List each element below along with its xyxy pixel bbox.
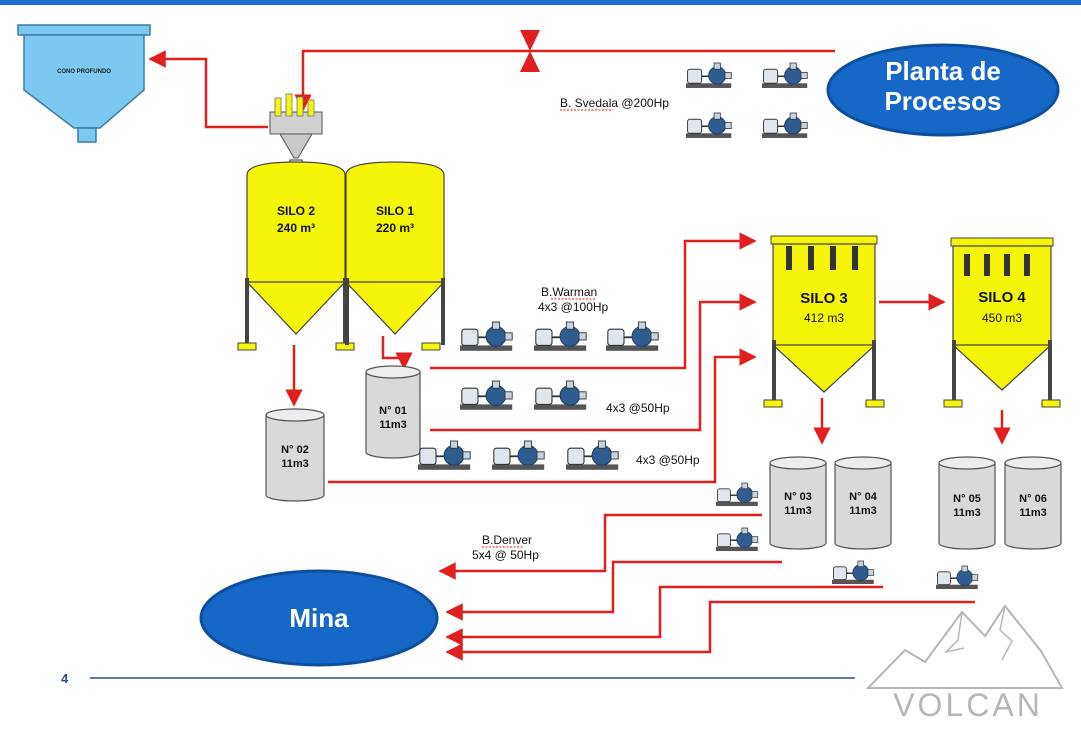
row3-pump-3[interactable] xyxy=(566,440,619,470)
deep-cone-thickener[interactable]: CONO PROFUNDO xyxy=(17,24,151,143)
volcan-logo: VOLCAN xyxy=(865,604,1064,723)
mine-node[interactable]: Mina xyxy=(199,569,439,667)
tank-02[interactable]: N° 02 11m3 xyxy=(265,408,325,502)
mountain-logo-icon xyxy=(865,604,1064,689)
tank-04[interactable]: N° 04 11m3 xyxy=(834,456,892,550)
tank-01-capacity: 11m3 xyxy=(379,419,407,431)
svedala-pump-3[interactable] xyxy=(686,112,732,138)
silo-2-capacity: 240 m³ xyxy=(277,221,315,235)
tank-03-name: N° 03 xyxy=(784,491,812,503)
denver-pump-spec: 5x4 @ 50Hp xyxy=(472,548,539,562)
warman-pump-2[interactable] xyxy=(534,321,587,351)
row3-pump-1[interactable] xyxy=(418,440,471,470)
tank-05-capacity: 11m3 xyxy=(953,507,981,519)
svedala-pump-label: B. Svedala @200Hp xyxy=(560,96,669,110)
pipe-denver1-to-mine xyxy=(438,513,762,580)
row3-pump-spec: 4x3 @50Hp xyxy=(636,453,700,467)
tank-04-name: N° 04 xyxy=(849,491,878,503)
silo-1-name: SILO 1 xyxy=(376,204,414,218)
svedala-pump-1[interactable] xyxy=(686,62,732,88)
pipe-silo2-to-cone xyxy=(148,50,268,129)
tank-05-name: N° 05 xyxy=(953,493,981,505)
valve-icon[interactable] xyxy=(520,30,540,72)
plant-node[interactable]: Planta de Procesos xyxy=(826,43,1060,137)
silo-2-name: SILO 2 xyxy=(277,204,315,218)
warman-pump-spec: 4x3 @100Hp xyxy=(538,300,609,314)
denver-pump-3[interactable] xyxy=(832,560,875,585)
tank-05[interactable]: N° 05 11m3 xyxy=(938,456,996,550)
warman-pump-1[interactable] xyxy=(460,321,513,351)
pipe-denver4-to-mine xyxy=(445,600,975,661)
silo-2[interactable]: SILO 2 240 m³ xyxy=(237,93,355,351)
pipe-denver2-to-mine xyxy=(445,560,782,621)
svedala-pump-2[interactable] xyxy=(762,62,808,88)
row2-pump-2[interactable] xyxy=(534,380,587,410)
pipes xyxy=(148,49,1011,661)
warman-pump-name: B.Warman xyxy=(541,285,597,299)
plant-label-line2: Procesos xyxy=(884,86,1001,116)
tank-02-capacity: 11m3 xyxy=(281,458,309,470)
plant-label-line1: Planta de xyxy=(885,56,1001,86)
row2-pump-1[interactable] xyxy=(460,380,513,410)
silo-4-name: SILO 4 xyxy=(978,289,1026,306)
top-border xyxy=(0,0,1081,5)
page-number: 4 xyxy=(61,671,69,686)
tank-03[interactable]: N° 03 11m3 xyxy=(769,456,827,550)
silo-4-capacity: 450 m3 xyxy=(982,311,1022,325)
svedala-pump-4[interactable] xyxy=(762,112,808,138)
silo-3-capacity: 412 m3 xyxy=(804,311,844,325)
tank-01-name: N° 01 xyxy=(379,405,407,417)
pipe-plant-to-silo2 xyxy=(294,49,835,112)
denver-pump-2[interactable] xyxy=(716,527,759,552)
row2-pump-spec: 4x3 @50Hp xyxy=(606,401,670,415)
tank-06-capacity: 11m3 xyxy=(1019,507,1047,519)
pipe-denver3-to-mine xyxy=(445,585,883,646)
volcan-logo-text: VOLCAN xyxy=(893,687,1043,723)
denver-pump-4[interactable] xyxy=(936,565,979,590)
tank-06[interactable]: N° 06 11m3 xyxy=(1004,456,1062,550)
pipe-row3-to-silo3 xyxy=(328,348,757,484)
denver-pump-1[interactable] xyxy=(716,482,759,507)
denver-pump-name: B.Denver xyxy=(482,533,532,547)
tank-03-capacity: 11m3 xyxy=(784,505,812,517)
deep-cone-label: CONO PROFUNDO xyxy=(57,69,111,75)
warman-pump-3[interactable] xyxy=(606,321,659,351)
tank-02-name: N° 02 xyxy=(281,444,309,456)
pipe-silo1-to-tank01 xyxy=(381,336,413,370)
silo-3-name: SILO 3 xyxy=(800,290,848,307)
silo-1[interactable]: SILO 1 220 m³ xyxy=(345,161,445,351)
silo-1-capacity: 220 m³ xyxy=(376,221,414,235)
tank-06-name: N° 06 xyxy=(1019,493,1047,505)
mine-label: Mina xyxy=(289,603,349,633)
pumps xyxy=(418,62,979,590)
row3-pump-2[interactable] xyxy=(492,440,545,470)
tank-04-capacity: 11m3 xyxy=(849,505,877,517)
silo-3[interactable]: SILO 3 412 m3 xyxy=(763,235,885,408)
tank-01[interactable]: N° 01 11m3 xyxy=(365,365,421,459)
silo-4[interactable]: SILO 4 450 m3 xyxy=(943,237,1061,408)
pipe-row2-to-silo3 xyxy=(430,293,757,432)
pipe-warman-to-silo3 xyxy=(430,232,757,370)
